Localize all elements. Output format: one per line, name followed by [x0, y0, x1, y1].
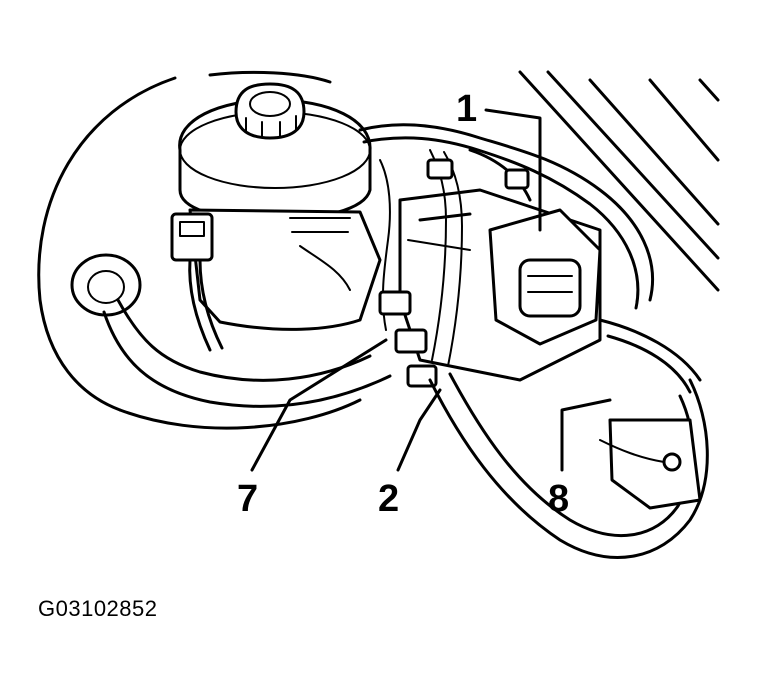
leader-lines: [250, 108, 612, 472]
fluid-reservoir: [178, 82, 372, 222]
return-line-loop: [428, 318, 709, 559]
callout-1: 1: [456, 88, 478, 130]
master-cylinder-body: [170, 208, 382, 352]
callout-7: 7: [237, 478, 259, 520]
hydraulic-unit: [398, 188, 602, 382]
vacuum-grommet: [70, 253, 392, 408]
figure-id: G03102852: [38, 596, 158, 621]
hood-edge-lines: [518, 70, 720, 292]
brake-booster: [37, 70, 362, 430]
callout-8: 8: [548, 478, 570, 520]
callout-2: 2: [378, 478, 400, 520]
